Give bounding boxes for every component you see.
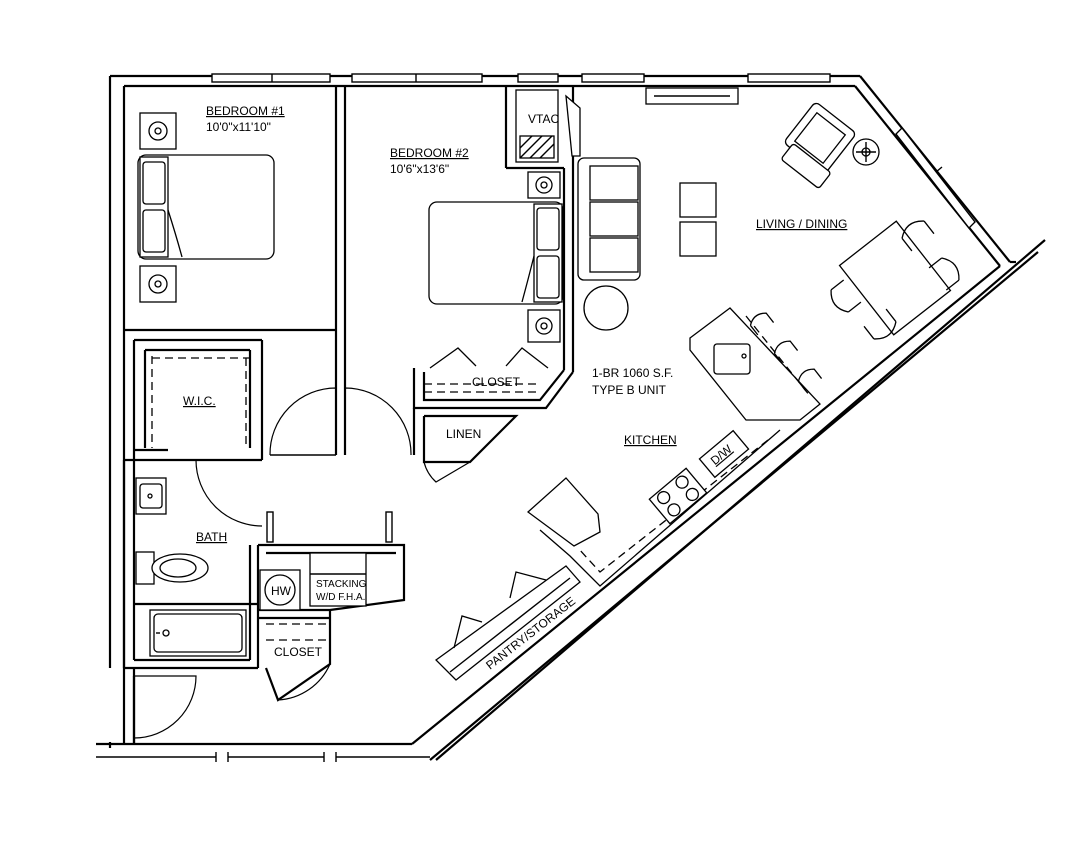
bedroom1-size: 10'0"x11'10" [206, 120, 271, 134]
vtac-label: VTAC [528, 112, 559, 126]
laundry [259, 552, 367, 611]
pantry [435, 565, 581, 681]
bedroom2-size: 10'6"x13'6" [390, 162, 449, 176]
closet-entry-label: CLOSET [274, 645, 323, 659]
hw-label: HW [271, 584, 292, 598]
living-dining-label: LIVING / DINING [756, 217, 847, 231]
living-furniture [577, 87, 960, 340]
bath-fixtures [135, 477, 247, 657]
vtac-unit [515, 73, 581, 163]
washer-label-2: W/D F.H.A. [316, 592, 365, 603]
bedroom1-furniture [137, 112, 275, 303]
closet-bed2-label: CLOSET [472, 375, 521, 389]
bath-label: BATH [196, 530, 227, 544]
wic-shelving [151, 356, 540, 448]
bedroom1-label: BEDROOM #1 [206, 104, 285, 118]
bedroom2-label: BEDROOM #2 [390, 146, 469, 160]
wic-label: W.I.C. [183, 394, 216, 408]
kitchen-counters [526, 307, 823, 587]
pantry-label: PANTRY/STORAGE [483, 594, 578, 672]
doors [133, 347, 549, 739]
kitchen-label: KITCHEN [624, 433, 677, 447]
unit-type: TYPE B UNIT [592, 383, 667, 397]
windows [211, 73, 976, 230]
unit-title: 1-BR 1060 S.F. [592, 366, 673, 380]
linen-label: LINEN [446, 427, 481, 441]
room-labels: BEDROOM #1 10'0"x11'10" BEDROOM #2 10'6"… [183, 104, 847, 672]
bedroom2-furniture [428, 171, 564, 343]
washer-label-1: STACKING [316, 579, 367, 590]
